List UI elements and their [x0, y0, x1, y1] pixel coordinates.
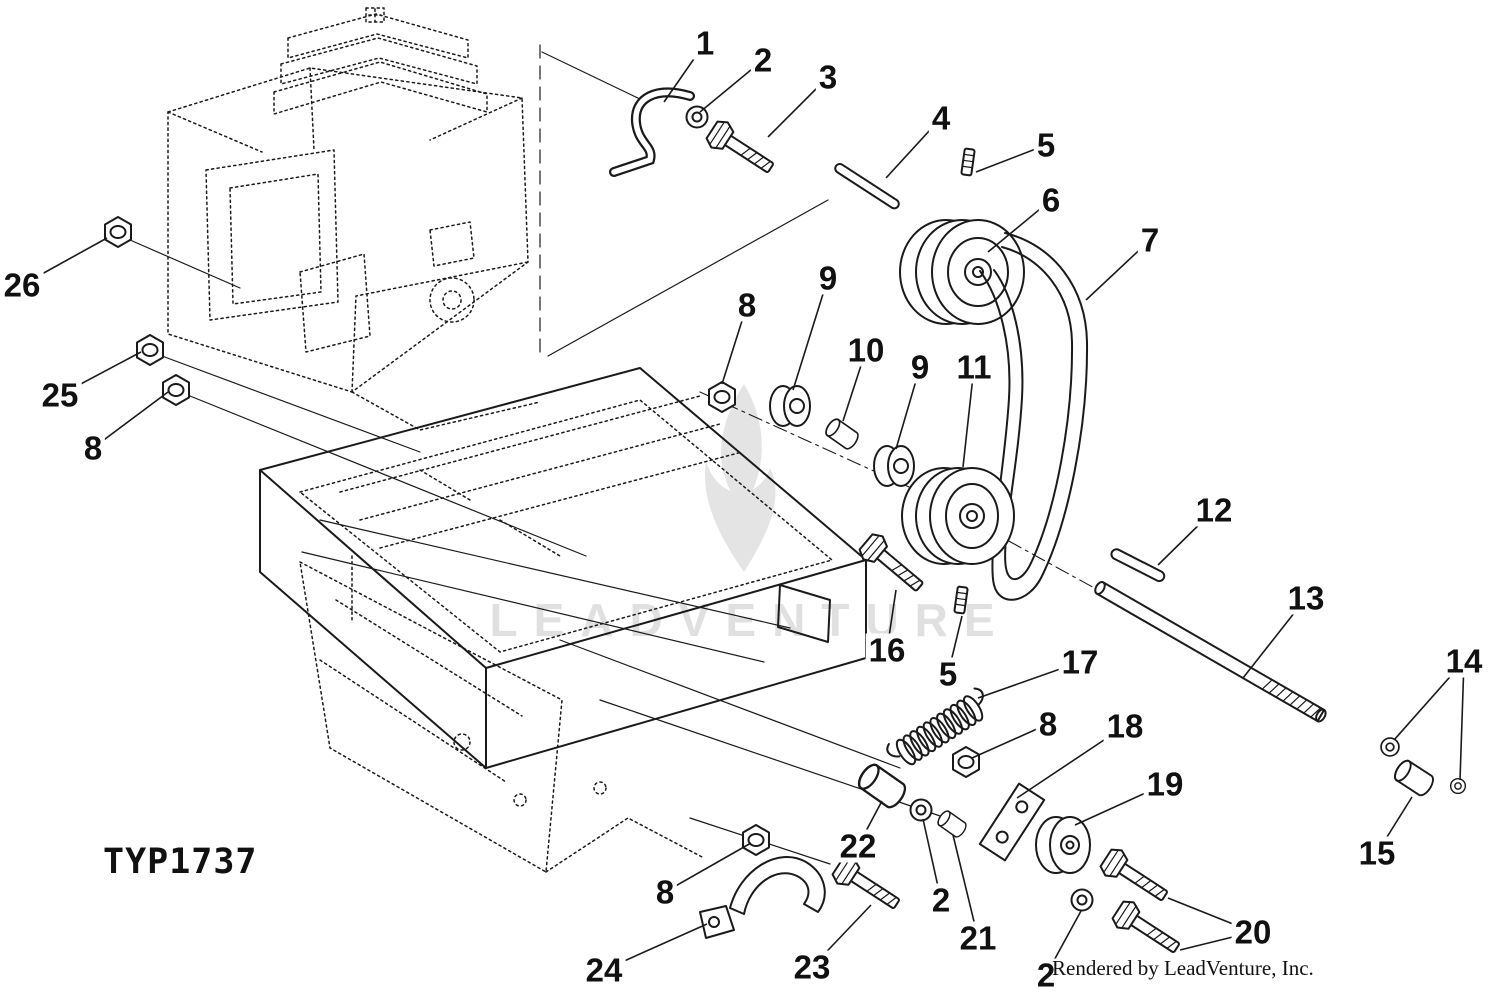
part-callout-7: 7 [1137, 223, 1163, 257]
part-11-jackshaft-pulley [901, 467, 1015, 565]
leader-line [962, 366, 975, 468]
part-callout-14: 14 [1442, 644, 1486, 678]
part-4-pin [834, 162, 900, 210]
part-7-drive-belt [979, 232, 1089, 601]
part-callout-6: 6 [1038, 183, 1064, 217]
part-callout-9: 9 [907, 350, 933, 384]
part-callout-11: 11 [953, 350, 995, 384]
leader-line [1459, 660, 1465, 781]
housing-hidden-outline [299, 395, 743, 873]
part-callout-16: 16 [865, 633, 909, 667]
part-callout-15: 15 [1355, 836, 1399, 870]
part-callout-26: 26 [0, 268, 44, 302]
part-callout-9: 9 [815, 261, 841, 295]
engine-hidden-outline [167, 7, 541, 431]
part-callout-5: 5 [935, 657, 961, 691]
part-callout-8: 8 [734, 288, 760, 322]
part-callout-13: 13 [1284, 581, 1328, 615]
render-credit-label: Rendered by LeadVenture, Inc. [1052, 956, 1314, 980]
part-6-engine-pulley [899, 219, 1025, 325]
part-callout-22: 22 [836, 829, 880, 863]
part-9-bearing-b [873, 445, 915, 487]
part-callout-18: 18 [1103, 709, 1147, 743]
leader-line [952, 834, 979, 939]
part-callout-2: 2 [1033, 958, 1059, 992]
drawing-code-label: TYP1737 [103, 842, 258, 882]
part-callout-8: 8 [652, 875, 678, 909]
part-callout-24: 24 [582, 953, 626, 987]
part-callout-4: 4 [928, 101, 954, 135]
part-callout-19: 19 [1143, 767, 1187, 801]
leader-line [971, 723, 1049, 759]
part-callout-2: 2 [928, 883, 954, 917]
part-17-tension-spring [886, 687, 984, 766]
part-12-key [1110, 548, 1166, 583]
part-callout-23: 23 [790, 950, 834, 984]
part-callout-1: 1 [692, 26, 718, 60]
part-callout-21: 21 [956, 921, 1000, 955]
part-callout-5: 5 [1033, 128, 1059, 162]
part-18-bracket-plate [978, 782, 1046, 862]
part-callout-12: 12 [1192, 493, 1236, 527]
part-24-clamp-strap [699, 856, 826, 939]
part-9-bearing-a [769, 385, 811, 427]
part-callout-25: 25 [38, 378, 82, 412]
leader-line [92, 391, 169, 449]
part-callout-2: 2 [750, 43, 776, 77]
leader-line [664, 842, 752, 893]
part-callout-17: 17 [1058, 645, 1102, 679]
part-callout-8: 8 [1035, 707, 1061, 741]
part-callout-20: 20 [1231, 915, 1275, 949]
part-13-jackshaft [1094, 581, 1327, 723]
part-19-idler-pulley [1035, 816, 1091, 874]
leader-line [792, 277, 829, 391]
part-callout-8: 8 [80, 431, 106, 465]
part-callout-10: 10 [844, 333, 888, 367]
watermark-text: LEADVENTURE [489, 594, 1010, 646]
frame-outline [259, 367, 867, 769]
part-callout-3: 3 [815, 60, 841, 94]
part-1-rod-bracket [609, 87, 695, 177]
